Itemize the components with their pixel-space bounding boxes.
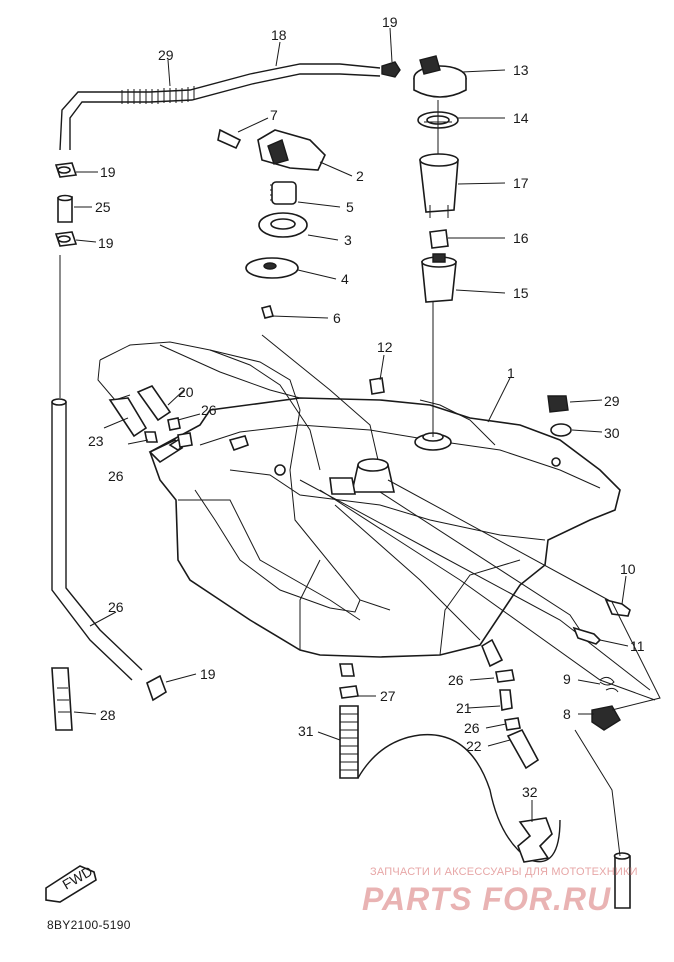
callout-9: 9 bbox=[563, 671, 571, 687]
forward-direction-badge: FWD bbox=[45, 863, 97, 903]
callout-19-a: 19 bbox=[100, 164, 116, 180]
callout-12: 12 bbox=[377, 339, 393, 355]
callout-3: 3 bbox=[344, 232, 352, 248]
callout-26-b: 26 bbox=[108, 468, 124, 484]
mounting-bolts bbox=[572, 598, 631, 645]
callout-7: 7 bbox=[270, 107, 278, 123]
callout-10: 10 bbox=[620, 561, 636, 577]
watermark-logo-text: PARTS FOR.RU bbox=[362, 881, 611, 916]
callout-27: 29 bbox=[604, 393, 620, 409]
callout-31: 31 bbox=[298, 723, 314, 739]
callout-22: 22 bbox=[466, 738, 482, 754]
level-gauge bbox=[369, 377, 385, 395]
callout-30: 29 bbox=[158, 47, 174, 63]
hose-routing-lines bbox=[97, 300, 656, 701]
pump-assembly bbox=[413, 55, 467, 303]
callout-19-c: 19 bbox=[200, 666, 216, 682]
reference-code: 8BY2100-5190 bbox=[47, 918, 131, 932]
callout-8: 8 bbox=[563, 706, 571, 722]
callout-5: 5 bbox=[346, 199, 354, 215]
callout-26-c: 26 bbox=[448, 672, 464, 688]
leader-lines bbox=[73, 27, 661, 822]
breather-hose-assembly bbox=[59, 61, 401, 151]
callout-25: 26 bbox=[108, 599, 124, 615]
hose-protector-coil bbox=[121, 86, 195, 104]
callout-17: 17 bbox=[513, 175, 529, 191]
callout-18: 18 bbox=[271, 27, 287, 43]
callout-15: 15 bbox=[513, 285, 529, 301]
callout-11: 11 bbox=[630, 638, 645, 654]
vent-hoses bbox=[108, 128, 242, 448]
callout-28: 30 bbox=[604, 425, 620, 441]
callout-19-b: 19 bbox=[98, 235, 114, 251]
watermark-logo: PARTS FOR.RU bbox=[362, 881, 611, 916]
fuel-tank bbox=[148, 397, 621, 658]
callout-26-e: 27 bbox=[380, 688, 396, 704]
callout-32: 32 bbox=[522, 784, 538, 800]
callout-6: 6 bbox=[333, 310, 341, 326]
spring-clip-damper bbox=[591, 676, 621, 731]
callout-23: 23 bbox=[88, 433, 104, 449]
callout-numbers: 18 29 19 13 14 17 16 15 7 2 5 3 4 6 12 1… bbox=[88, 14, 645, 800]
callout-26-d: 26 bbox=[464, 720, 480, 736]
filler-cap-group bbox=[245, 129, 326, 319]
lower-hose-group bbox=[339, 638, 631, 909]
callout-19-top: 19 bbox=[382, 14, 398, 30]
callout-16: 16 bbox=[513, 230, 529, 246]
callout-26-a: 26 bbox=[201, 402, 217, 418]
callout-24: 25 bbox=[95, 199, 111, 215]
callout-4: 4 bbox=[341, 271, 349, 287]
callout-20: 20 bbox=[178, 384, 194, 400]
callout-21: 21 bbox=[456, 700, 472, 716]
left-clamp-stack bbox=[54, 162, 78, 247]
nut-and-grommet bbox=[547, 395, 572, 437]
callout-2: 2 bbox=[356, 168, 364, 184]
callout-13: 13 bbox=[513, 62, 529, 78]
callout-29: 28 bbox=[100, 707, 116, 723]
cable-band bbox=[51, 667, 73, 731]
drain-hose bbox=[51, 255, 167, 702]
watermark-caption: ЗАПЧАСТИ И АКСЕССУАРЫ ДЛЯ МОТОТЕХНИКИ bbox=[370, 866, 638, 878]
callout-1: 1 bbox=[507, 365, 515, 381]
callout-14: 14 bbox=[513, 110, 529, 126]
